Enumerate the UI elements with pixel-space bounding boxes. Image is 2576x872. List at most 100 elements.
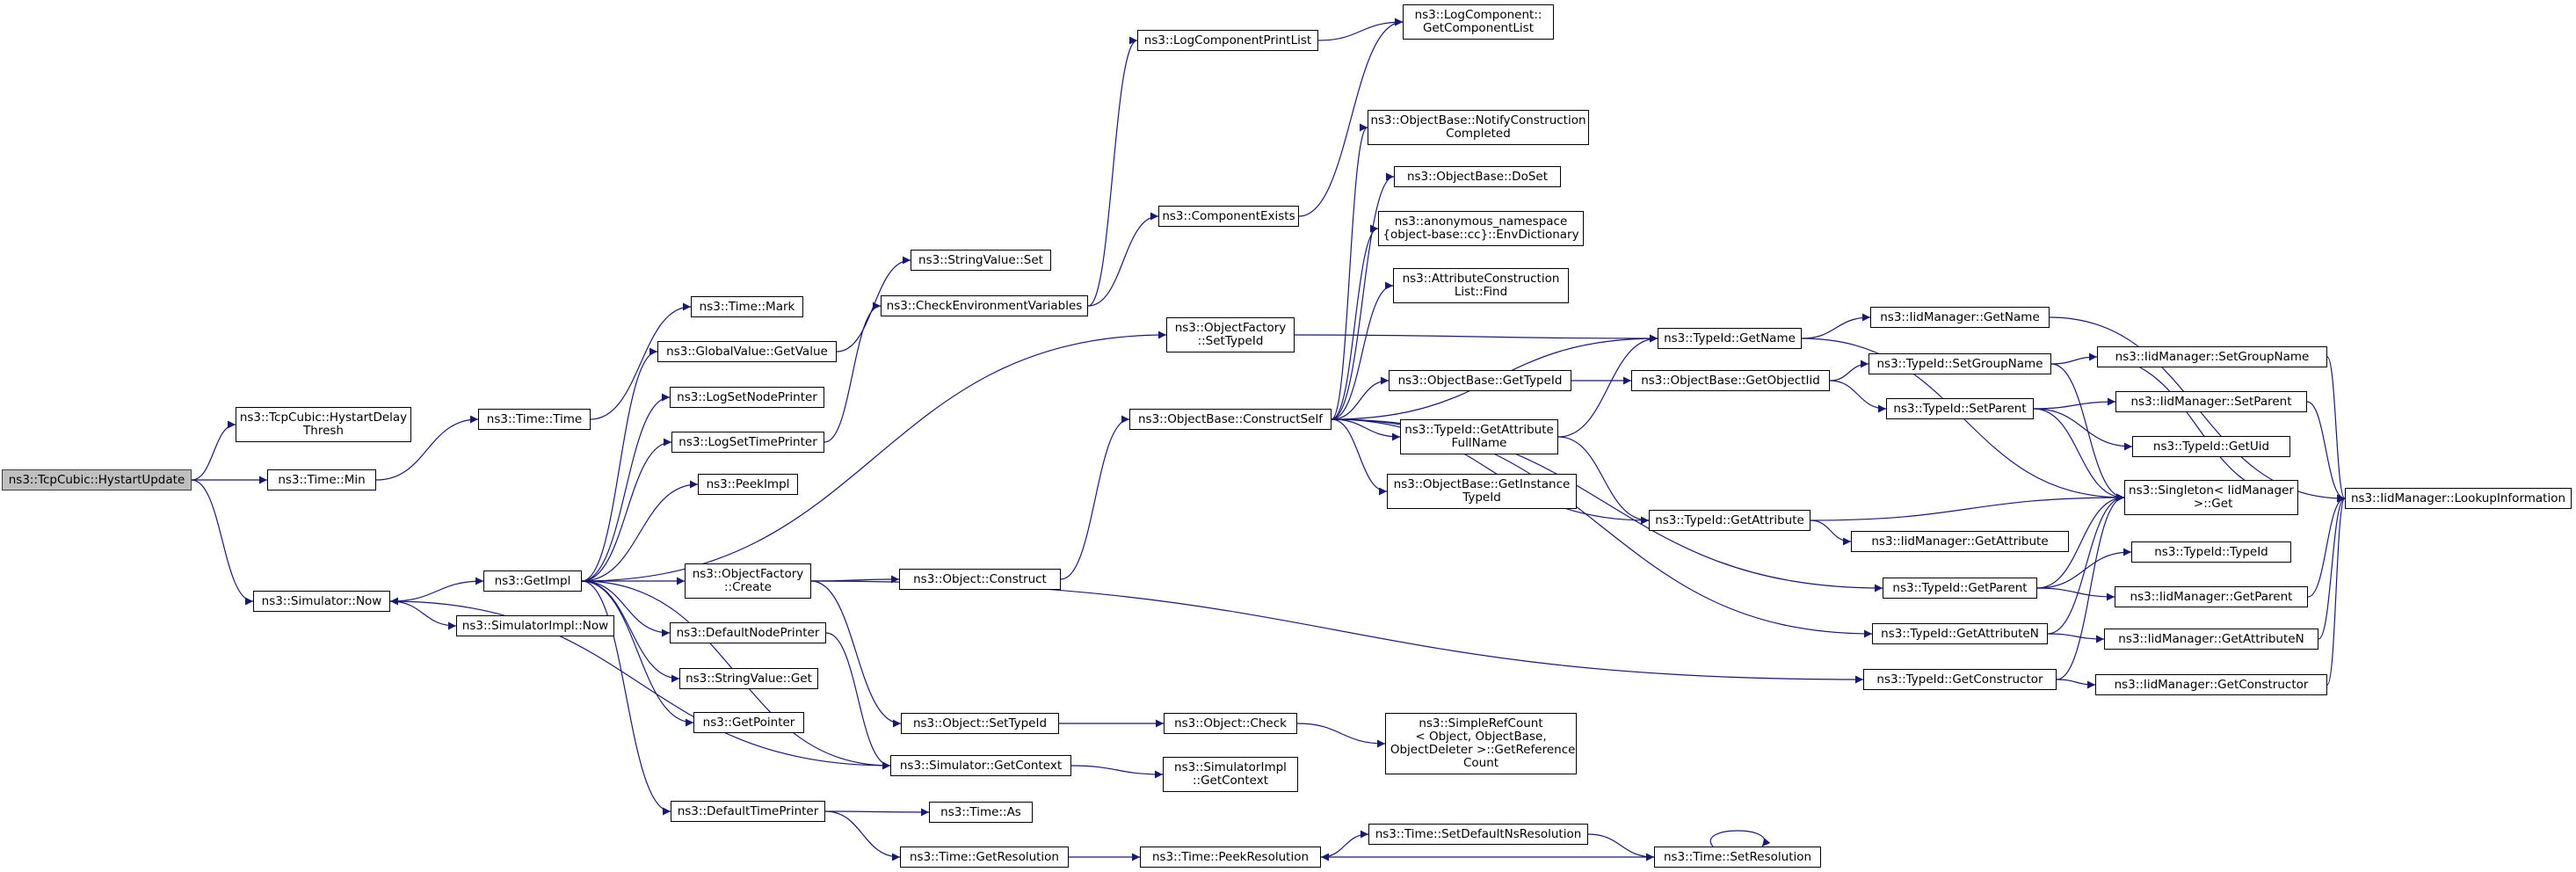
node-logcomponentprintlist[interactable]: ns3::LogComponentPrintList — [1137, 30, 1318, 51]
node-getpointer[interactable]: ns3::GetPointer — [693, 712, 804, 733]
node-logsettimeprinter[interactable]: ns3::LogSetTimePrinter — [671, 432, 824, 453]
node-time-mark[interactable]: ns3::Time::Mark — [691, 296, 803, 317]
edge-typeid_setgroupname-to-iidmanager_setgroupname — [2050, 352, 2098, 365]
edge-getimpl-to-defaulttimeprinter — [581, 580, 671, 816]
node-singleton-get[interactable]: ns3::Singleton< IidManager >::Get — [2124, 480, 2298, 515]
node-iidmanager-getname[interactable]: ns3::IidManager::GetName — [1870, 307, 2050, 328]
node-checkenvironmentvariables[interactable]: ns3::CheckEnvironmentVariables — [881, 295, 1088, 316]
edge-time_setdefaultnsresolution-to-time_setresolution — [1587, 833, 1655, 861]
node-typeid-getname[interactable]: ns3::TypeId::GetName — [1658, 328, 1802, 349]
node-object-check[interactable]: ns3::Object::Check — [1164, 713, 1297, 734]
edge-getimpl-to-globalvalue_getvalue — [581, 347, 658, 582]
node-logsetnodeprinter[interactable]: ns3::LogSetNodePrinter — [670, 387, 824, 408]
node-objectbase-gettypeid[interactable]: ns3::ObjectBase::GetTypeId — [1389, 370, 1571, 391]
node-objectbase-constructself[interactable]: ns3::ObjectBase::ConstructSelf — [1129, 409, 1332, 430]
node-typeid-getuid[interactable]: ns3::TypeId::GetUid — [2132, 436, 2290, 457]
edge-typeid_getparent-to-iidmanager_getparent — [2036, 587, 2115, 601]
edge-hystart_update-to-simulator_now — [191, 479, 254, 606]
node-time-setresolution[interactable]: ns3::Time::SetResolution — [1654, 847, 1821, 868]
edge-objectbase_constructself-to-typeid_getattribute — [1331, 418, 1650, 525]
edge-componentexists-to-logcomponent_getcomponentlist — [1298, 18, 1404, 217]
edge-getimpl-to-defaultnodeprinter — [581, 580, 671, 637]
edge-objectbase_constructself-to-objectbase_gettypeid — [1331, 376, 1390, 420]
node-envdictionary[interactable]: ns3::anonymous_namespace {object-base::c… — [1378, 211, 1584, 246]
node-iidmanager-lookupinformation[interactable]: ns3::IidManager::LookupInformation — [2345, 488, 2572, 509]
node-hystart-update: ns3::TcpCubic::HystartUpdate — [2, 469, 192, 490]
node-simulator-now[interactable]: ns3::Simulator::Now — [253, 591, 390, 612]
node-componentexists[interactable]: ns3::ComponentExists — [1158, 206, 1299, 227]
edge-objectbase_constructself-to-objectbase_doset — [1331, 172, 1395, 420]
node-typeid-getattribute[interactable]: ns3::TypeId::GetAttribute — [1649, 510, 1810, 531]
node-simulatorimpl-getcontext[interactable]: ns3::SimulatorImpl ::GetContext — [1163, 757, 1298, 792]
edge-time_setresolution-to-time_setresolution — [1709, 830, 1771, 847]
edge-typeid_getname-to-iidmanager_getname — [1801, 313, 1871, 339]
edge-objectbase_getobjectiid-to-typeid_setgroupname — [1829, 360, 1869, 382]
node-getreferencecount[interactable]: ns3::SimpleRefCount < Object, ObjectBase… — [1385, 713, 1577, 774]
edge-getimpl-to-logsettimeprinter — [581, 438, 672, 582]
node-typeid-getattributen[interactable]: ns3::TypeId::GetAttributeN — [1872, 623, 2048, 644]
edge-typeid_getattribute-to-singleton_get — [1810, 493, 2125, 521]
node-stringvalue-set[interactable]: ns3::StringValue::Set — [911, 250, 1051, 271]
node-simulator-getcontext[interactable]: ns3::Simulator::GetContext — [890, 755, 1071, 776]
edge-typeid_getconstructor-to-singleton_get — [2056, 493, 2125, 680]
node-typeid-setparent[interactable]: ns3::TypeId::SetParent — [1886, 398, 2034, 419]
edge-objectbase_constructself-to-objectbase_getinstancetypeid — [1331, 418, 1388, 496]
node-time-min[interactable]: ns3::Time::Min — [267, 469, 376, 490]
edge-checkenvironmentvariables-to-componentexists — [1087, 212, 1159, 307]
node-peekimpl[interactable]: ns3::PeekImpl — [698, 474, 798, 495]
edge-iidmanager_setgroupname-to-iidmanager_lookupinformation — [2326, 356, 2346, 503]
node-time-as[interactable]: ns3::Time::As — [929, 802, 1033, 823]
node-time-time[interactable]: ns3::Time::Time — [478, 409, 591, 430]
node-objectfactory-settypeid[interactable]: ns3::ObjectFactory ::SetTypeId — [1166, 317, 1295, 352]
edge-typeid_getattributen-to-singleton_get — [2047, 493, 2125, 635]
node-defaulttimeprinter[interactable]: ns3::DefaultTimePrinter — [671, 801, 825, 822]
edge-iidmanager_getconstructor-to-iidmanager_lookupinformation — [2326, 494, 2346, 686]
node-stringvalue-get[interactable]: ns3::StringValue::Get — [679, 668, 818, 689]
node-simulatorimpl-now[interactable]: ns3::SimulatorImpl::Now — [456, 615, 614, 636]
node-objectfactory-create[interactable]: ns3::ObjectFactory ::Create — [685, 563, 811, 599]
edge-defaulttimeprinter-to-time_as — [824, 808, 930, 817]
node-time-peekresolution[interactable]: ns3::Time::PeekResolution — [1140, 847, 1321, 868]
node-iidmanager-getattribute[interactable]: ns3::IidManager::GetAttribute — [1851, 531, 2069, 552]
edge-iidmanager_setgroupname-to-singleton_get — [2096, 356, 2299, 502]
edge-simulator_getcontext-to-simulator_now — [389, 597, 891, 767]
edge-getimpl-to-objectfactory_settypeid — [581, 331, 1167, 582]
node-typeid-getattributefullname[interactable]: ns3::TypeId::GetAttribute FullName — [1400, 419, 1558, 454]
node-typeid-typeid[interactable]: ns3::TypeId::TypeId — [2131, 541, 2291, 563]
edge-typeid_getparent-to-singleton_get — [2036, 493, 2125, 589]
node-logcomponent-getcomponentlist[interactable]: ns3::LogComponent:: GetComponentList — [1403, 4, 1554, 40]
node-objectbase-doset[interactable]: ns3::ObjectBase::DoSet — [1394, 166, 1561, 187]
node-typeid-getparent[interactable]: ns3::TypeId::GetParent — [1883, 578, 2037, 599]
node-iidmanager-setparent[interactable]: ns3::IidManager::SetParent — [2115, 391, 2307, 412]
edge-typeid_getattributen-to-iidmanager_getattributen — [2047, 633, 2105, 643]
node-iidmanager-getparent[interactable]: ns3::IidManager::GetParent — [2115, 586, 2308, 607]
edge-simulator_getcontext-to-simulatorimpl_getcontext — [1070, 765, 1164, 779]
edge-objectfactory_create-to-typeid_getconstructor — [810, 580, 1864, 684]
edge-time_peekresolution-to-time_setdefaultnsresolution — [1320, 830, 1369, 858]
node-time-getresolution[interactable]: ns3::Time::GetResolution — [900, 847, 1069, 868]
node-objectbase-notifyconstructioncompleted[interactable]: ns3::ObjectBase::NotifyConstruction Comp… — [1368, 110, 1589, 145]
edge-objectbase_constructself-to-envdictionary — [1331, 224, 1379, 420]
node-iidmanager-setgroupname[interactable]: ns3::IidManager::SetGroupName — [2097, 346, 2327, 367]
edge-simulator_now-to-getimpl — [389, 577, 484, 602]
node-typeid-setgroupname[interactable]: ns3::TypeId::SetGroupName — [1869, 353, 2051, 374]
node-typeid-getconstructor[interactable]: ns3::TypeId::GetConstructor — [1863, 669, 2057, 690]
node-getimpl[interactable]: ns3::GetImpl — [483, 570, 582, 592]
node-objectbase-getinstancetypeid[interactable]: ns3::ObjectBase::GetInstance TypeId — [1387, 474, 1577, 509]
node-iidmanager-getattributen[interactable]: ns3::IidManager::GetAttributeN — [2104, 629, 2318, 650]
node-attributeconstructionlist-find[interactable]: ns3::AttributeConstruction List::Find — [1393, 268, 1569, 303]
edge-hystart_update-to-hystart_delay_thresh — [191, 420, 236, 481]
node-object-settypeid[interactable]: ns3::Object::SetTypeId — [901, 713, 1059, 734]
node-time-setdefaultnsresolution[interactable]: ns3::Time::SetDefaultNsResolution — [1368, 824, 1588, 845]
node-defaultnodeprinter[interactable]: ns3::DefaultNodePrinter — [670, 622, 826, 643]
edge-object_construct-to-objectbase_constructself — [1060, 415, 1130, 580]
node-iidmanager-getconstructor[interactable]: ns3::IidManager::GetConstructor — [2095, 674, 2327, 695]
edge-defaultnodeprinter-to-simulator_getcontext — [825, 632, 891, 770]
node-objectbase-getobjectiid[interactable]: ns3::ObjectBase::GetObjectIid — [1631, 370, 1830, 391]
node-globalvalue-getvalue[interactable]: ns3::GlobalValue::GetValue — [657, 341, 837, 362]
edge-time_time-to-time_mark — [590, 302, 692, 420]
node-object-construct[interactable]: ns3::Object::Construct — [899, 569, 1061, 590]
edge-typeid_getattributefullname-to-typeid_getname — [1557, 334, 1658, 438]
node-hystart-delay-thresh[interactable]: ns3::TcpCubic::HystartDelay Thresh — [236, 407, 411, 442]
